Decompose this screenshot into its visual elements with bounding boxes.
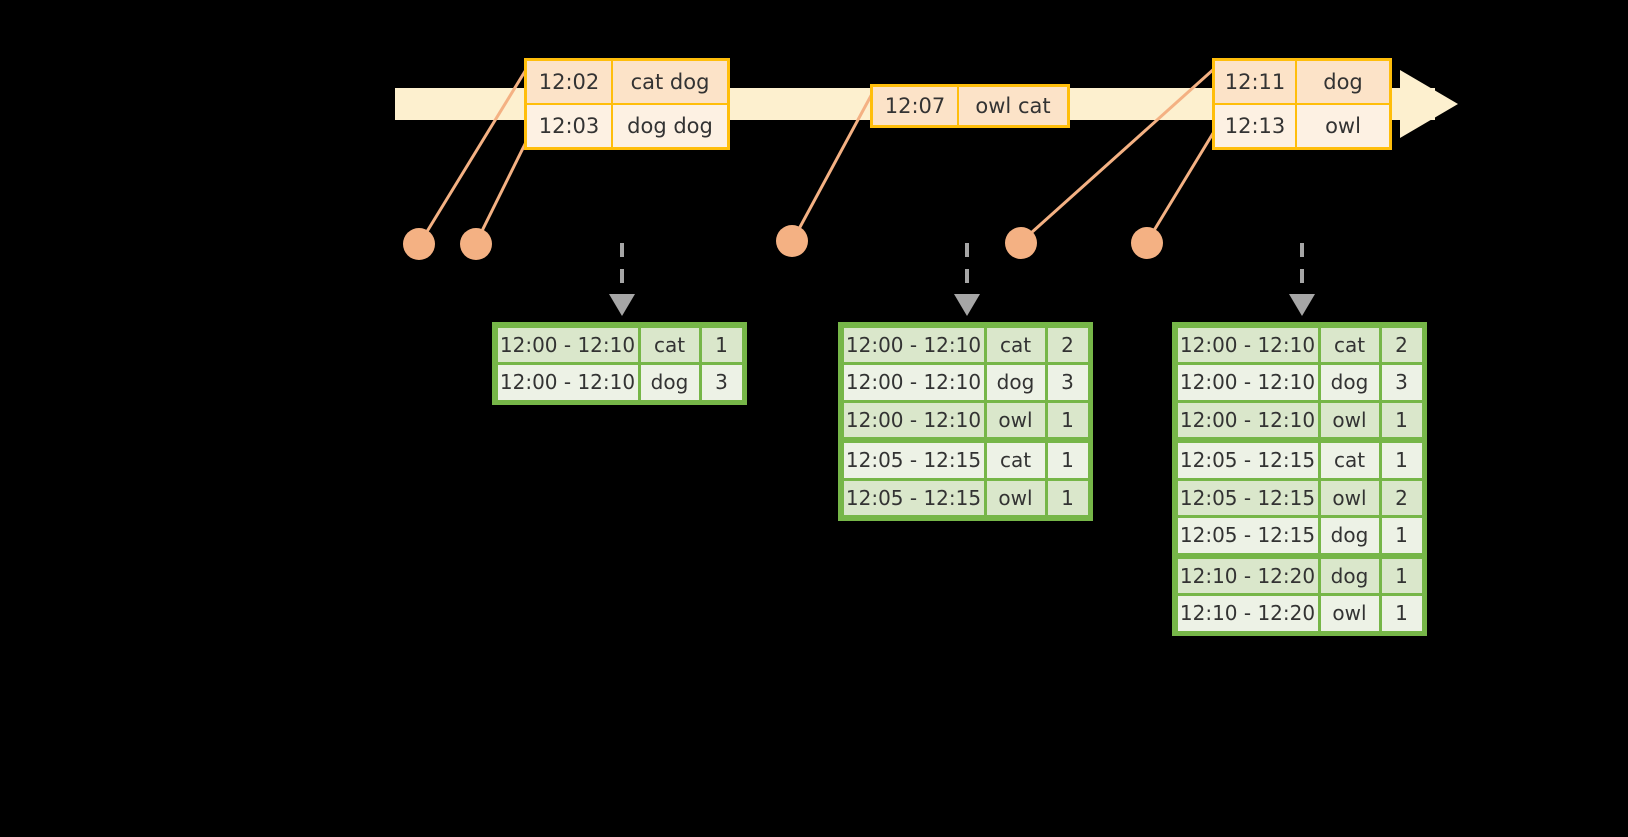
count-cell: 2	[1047, 327, 1088, 362]
key-cell: dog	[1320, 558, 1379, 593]
key-cell: cat	[986, 443, 1045, 478]
connector-line-2	[474, 139, 529, 244]
count-cell: 1	[1047, 480, 1088, 515]
emit-arrow-2	[954, 243, 980, 316]
key-cell: owl	[1320, 480, 1379, 515]
key-cell: cat	[1320, 327, 1379, 362]
event-group-1[interactable]: 12:02 cat dog 12:03 dog dog	[524, 58, 730, 150]
emit-arrow-3	[1289, 243, 1315, 316]
window-cell: 12:05 - 12:15	[843, 443, 984, 478]
event-dot-3	[776, 225, 808, 257]
window-cell: 12:00 - 12:10	[1177, 402, 1318, 437]
window-cell: 12:00 - 12:10	[843, 365, 984, 400]
event-row[interactable]: 12:07 owl cat	[873, 87, 1067, 125]
count-cell: 3	[701, 365, 742, 400]
window-cell: 12:10 - 12:20	[1177, 558, 1318, 593]
window-cell: 12:00 - 12:10	[1177, 365, 1318, 400]
key-cell: cat	[1320, 443, 1379, 478]
event-row[interactable]: 12:13 owl	[1215, 103, 1389, 147]
key-cell: cat	[640, 327, 699, 362]
window-cell: 12:00 - 12:10	[497, 365, 638, 400]
event-dot-2	[460, 228, 492, 260]
event-time: 12:03	[527, 105, 613, 147]
key-cell: dog	[1320, 365, 1379, 400]
count-cell: 2	[1381, 480, 1422, 515]
count-cell: 3	[1047, 365, 1088, 400]
event-row[interactable]: 12:11 dog	[1215, 61, 1389, 103]
count-cell: 1	[1381, 518, 1422, 553]
count-cell: 1	[701, 327, 742, 362]
key-cell: cat	[986, 327, 1045, 362]
count-cell: 3	[1381, 365, 1422, 400]
window-cell: 12:05 - 12:15	[1177, 518, 1318, 553]
count-cell: 1	[1381, 402, 1422, 437]
event-group-2[interactable]: 12:07 owl cat	[870, 84, 1070, 128]
event-time: 12:07	[873, 87, 959, 125]
event-words: owl	[1297, 105, 1389, 147]
key-cell: dog	[1320, 518, 1379, 553]
window-cell: 12:10 - 12:20	[1177, 596, 1318, 631]
key-cell: dog	[986, 365, 1045, 400]
count-cell: 1	[1047, 443, 1088, 478]
event-words: owl cat	[959, 87, 1067, 125]
connector-line-3	[791, 91, 875, 241]
connector-line-1	[418, 67, 529, 244]
event-words: cat dog	[613, 61, 727, 103]
connector-line-5	[1145, 129, 1217, 243]
event-time: 12:02	[527, 61, 613, 103]
event-dot-4	[1005, 227, 1037, 259]
event-row[interactable]: 12:02 cat dog	[527, 61, 727, 103]
window-cell: 12:05 - 12:15	[1177, 443, 1318, 478]
window-cell: 12:00 - 12:10	[843, 402, 984, 437]
emit-arrows	[609, 243, 1315, 316]
emit-arrow-1	[609, 243, 635, 316]
count-cell: 1	[1381, 596, 1422, 631]
event-time: 12:13	[1215, 105, 1297, 147]
window-cell: 12:05 - 12:15	[843, 480, 984, 515]
event-dot-1	[403, 228, 435, 260]
window-cell: 12:00 - 12:10	[1177, 327, 1318, 362]
event-words: dog dog	[613, 105, 727, 147]
count-cell: 1	[1381, 443, 1422, 478]
window-cell: 12:00 - 12:10	[843, 327, 984, 362]
count-cell: 1	[1381, 558, 1422, 593]
event-group-3[interactable]: 12:11 dog 12:13 owl	[1212, 58, 1392, 150]
event-dots	[403, 225, 1163, 260]
window-cell: 12:00 - 12:10	[497, 327, 638, 362]
window-cell: 12:05 - 12:15	[1177, 480, 1318, 515]
event-time: 12:11	[1215, 61, 1297, 103]
key-cell: owl	[986, 480, 1045, 515]
event-dot-5	[1131, 227, 1163, 259]
count-cell: 1	[1047, 402, 1088, 437]
key-cell: owl	[1320, 402, 1379, 437]
event-row[interactable]: 12:03 dog dog	[527, 103, 727, 147]
key-cell: owl	[986, 402, 1045, 437]
key-cell: owl	[1320, 596, 1379, 631]
key-cell: dog	[640, 365, 699, 400]
event-words: dog	[1297, 61, 1389, 103]
count-cell: 2	[1381, 327, 1422, 362]
